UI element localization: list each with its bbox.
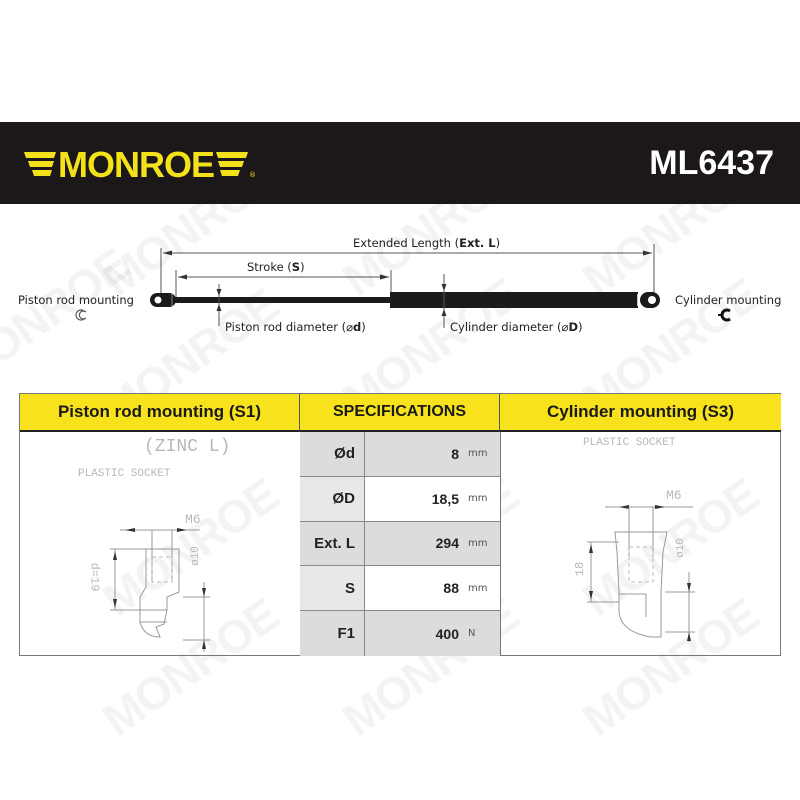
spec-row-extended-length: Ext. L 294 mm [300,521,500,567]
piston-rod-mounting-label: Piston rod mounting [18,293,134,307]
part-number: ML6437 [649,144,774,182]
spec-unit: mm [468,582,488,594]
spec-label: S [300,566,365,611]
thread-size-label: M6 [666,488,682,503]
thread-size-label: M6 [185,512,201,527]
spec-value: 400 [435,625,459,642]
spec-row-stroke: S 88 mm [300,566,500,612]
spec-unit: N [468,628,476,640]
zinc-type-label: (ZINC L) [144,437,231,457]
spec-unit: mm [468,448,488,460]
piston-mount-socket-icon [72,308,88,326]
spec-row-cylinder-diameter: ØD 18,5 mm [300,476,500,522]
registered-mark: ® [249,171,256,179]
specification-rows: Ød 8 mm ØD 18,5 mm Ext. L 294 mm S 88 mm F1 … [300,432,500,656]
spec-label: ØD [300,476,365,521]
spec-row-force: F1 400 N [300,611,500,656]
piston-rod-mounting-header: Piston rod mounting (S1) [20,394,300,432]
plastic-socket-label: PLASTIC SOCKET [583,437,676,449]
header-banner: MONROE ® ML6437 [0,122,800,204]
cylinder-mounting-drawing: PLASTIC SOCKET M6 18 ø10 [500,432,782,656]
logo-left-wing-icon [24,152,56,176]
cylinder-mounting-header: Cylinder mounting (S3) [500,394,781,432]
spec-label: Ød [300,432,365,476]
gas-spring-diagram: Extended Length (Ext. L) Stroke (S) Pist… [0,204,800,384]
specifications-table: Piston rod mounting (S1) SPECIFICATIONS … [19,393,781,656]
plastic-socket-label: PLASTIC SOCKET [78,468,171,480]
brand-name: MONROE [58,144,215,185]
spec-label: Ext. L [300,521,365,566]
ball-socket-drawing [110,528,210,652]
spec-value: 8 [451,445,459,462]
piston-rod-mounting-drawing: (ZINC L) PLASTIC SOCKET M6 d=19 ø10 [20,432,301,656]
spec-unit: mm [468,493,488,505]
extended-length-label: Extended Length (Ext. L) [353,236,501,250]
stroke-label: Stroke (S) [247,260,305,274]
spec-value: 294 [435,535,459,552]
gas-spring-drawing [150,244,660,328]
piston-rod-diameter-label: Piston rod diameter (⌀d) [225,320,366,334]
spec-unit: mm [468,537,488,549]
spec-row-rod-diameter: Ød 8 mm [300,432,500,477]
spec-value: 88 [443,580,459,597]
cylinder-mount-socket-icon [718,308,732,326]
cylinder-socket-drawing [587,505,695,642]
spec-value: 18,5 [431,490,459,507]
brand-logo: MONROE ® [24,147,256,183]
cylinder-diameter-label: Cylinder diameter (⌀D) [450,320,583,334]
cylinder-mounting-label: Cylinder mounting [675,293,782,307]
specifications-header: SPECIFICATIONS [300,394,500,432]
logo-right-wing-icon [216,152,248,176]
spec-label: F1 [300,611,365,656]
